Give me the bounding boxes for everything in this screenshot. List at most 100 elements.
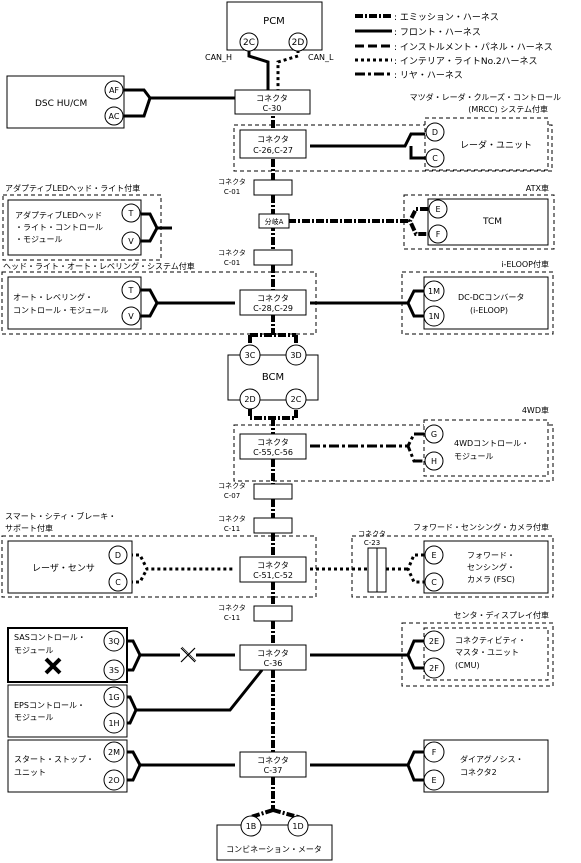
svg-text:・ライト・コントロール: ・ライト・コントロール (15, 223, 103, 232)
svg-text:C-01: C-01 (224, 188, 240, 196)
legend-interior: : インテリア・ライトNo.2ハーネス (394, 56, 538, 67)
svg-text:コネクタ: コネクタ (256, 94, 288, 103)
led-headlight-group: アダプティブLEDヘッド・ライト付車 アダプティブLEDヘッド ・ライト・コント… (2, 183, 162, 261)
fault-cross-icon (44, 657, 62, 675)
branch-a: 分岐A (258, 213, 290, 229)
inline-connector-c07: コネクタ C-07 (218, 481, 293, 500)
dsc-pin-af (104, 80, 124, 100)
svg-text:4WDコントロール・: 4WDコントロール・ (454, 439, 529, 448)
inline-connector-c11-upper: コネクタ C-11 (218, 514, 293, 534)
svg-text:(CMU): (CMU) (455, 661, 480, 670)
svg-text:PCM: PCM (263, 16, 285, 27)
svg-text:2M: 2M (108, 748, 120, 757)
svg-text:2D: 2D (292, 38, 305, 48)
dcdc-pin-1n (423, 305, 445, 327)
leveling-pin-v (121, 306, 141, 326)
svg-text:コネクタ: コネクタ (257, 756, 289, 765)
svg-text:C-01: C-01 (224, 259, 240, 267)
svg-text:コネクタ: コネクタ (218, 177, 246, 186)
inline-connector-c01-upper: コネクタ C-01 (218, 177, 293, 196)
svg-text:3D: 3D (290, 351, 301, 360)
tcm-pin-f (428, 224, 448, 244)
joint-connectors: コネクタ C-30 コネクタ C-26,C-27 コネクタ C-28,C-29 … (234, 89, 311, 778)
svg-text:G: G (431, 430, 437, 439)
svg-text:F: F (436, 230, 441, 239)
inline-connector-c01-lower: コネクタ C-01 (218, 248, 293, 267)
legend-instrument: : インストルメント・パネル・ハーネス (394, 42, 553, 53)
svg-text:CAN_L: CAN_L (308, 53, 334, 62)
svg-text:モジュール: モジュール (14, 646, 53, 655)
svg-text:コネクタ: コネクタ (218, 248, 246, 257)
inline-connector-c11-lower: コネクタ C-11 (218, 603, 293, 622)
startstop-pin-2o (103, 769, 125, 791)
svg-text:1H: 1H (108, 719, 119, 728)
svg-text:コントロール・モジュール: コントロール・モジュール (13, 306, 108, 315)
pcm-pin-2c (239, 32, 259, 52)
svg-text:コネクタ: コネクタ (257, 438, 289, 447)
wiring (123, 50, 428, 823)
svg-text:C: C (431, 578, 437, 587)
svg-text:・モジュール: ・モジュール (15, 235, 62, 244)
cmu-group: センタ・ディスプレイ付車 コネクティビティ・ マスタ・ユニット (CMU) 2E… (401, 610, 554, 687)
sas-module: SASコントロール・ モジュール 3Q 3S (7, 627, 197, 683)
radar-pin-d (425, 122, 445, 142)
svg-text:2O: 2O (108, 776, 119, 785)
meter-pin-1b (240, 815, 262, 837)
svg-text:H: H (431, 457, 437, 466)
cmu-pin-2e (423, 630, 445, 652)
auto-leveling-group: ヘッド・ライト・オート・レベリング・システム付車 オート・レベリング・ コントロ… (1, 261, 317, 335)
eps-module: EPSコントロール・ モジュール 1G 1H (7, 684, 128, 738)
svg-text:AF: AF (109, 86, 119, 95)
meter-pin-1d (287, 815, 309, 837)
svg-text:EPSコントロール・: EPSコントロール・ (14, 701, 85, 710)
svg-text:マツダ・レーダ・クルーズ・コントロール: マツダ・レーダ・クルーズ・コントロール (410, 92, 561, 102)
legend-front: : フロント・ハーネス (394, 27, 481, 38)
svg-text:3S: 3S (109, 666, 119, 675)
svg-text:C-36: C-36 (264, 659, 283, 668)
svg-text:SASコントロール・: SASコントロール・ (14, 633, 86, 642)
svg-text:E: E (435, 205, 440, 214)
dsc-pin-ac (104, 106, 124, 126)
svg-text:3Q: 3Q (108, 637, 119, 646)
svg-text:1N: 1N (428, 312, 439, 321)
svg-text:C-28,C-29: C-28,C-29 (253, 304, 293, 313)
svg-text:コネクタ: コネクタ (218, 481, 246, 490)
svg-text:フォワード・センシング・カメラ付車: フォワード・センシング・カメラ付車 (413, 522, 549, 532)
svg-text:C-37: C-37 (264, 766, 283, 775)
svg-text:C-11: C-11 (224, 614, 240, 622)
svg-text:F: F (432, 748, 437, 757)
joint-connector-c30 (234, 89, 311, 115)
dcdc-converter-group: i-ELOOP付車 DC-DCコンバータ (i-ELOOP) 1M 1N (401, 259, 554, 335)
svg-text:スマート・シティ・ブレーキ・: スマート・シティ・ブレーキ・ (5, 511, 116, 521)
svg-text:E: E (431, 776, 436, 785)
awd-pin-g (424, 424, 444, 444)
led-pin-v (121, 231, 141, 251)
bcm-pin-3c (239, 344, 261, 366)
tcm-pin-e (428, 199, 448, 219)
svg-text:フォワード・: フォワード・ (467, 551, 515, 560)
startstop-pin-2m (103, 741, 125, 763)
svg-text:モジュール: モジュール (14, 713, 53, 722)
legend-emission: : エミッション・ハーネス (394, 12, 499, 23)
svg-text:分岐A: 分岐A (265, 217, 284, 226)
svg-text:サポート付車: サポート付車 (5, 523, 53, 533)
svg-text:T: T (128, 286, 134, 295)
svg-text:コンビネーション・メータ: コンビネーション・メータ (226, 845, 322, 854)
svg-text:D: D (432, 128, 438, 137)
svg-text:3C: 3C (245, 351, 256, 360)
svg-text:C-30: C-30 (263, 104, 282, 113)
svg-text:E: E (431, 551, 436, 560)
svg-text:2D: 2D (244, 395, 255, 404)
svg-text:2C: 2C (291, 395, 302, 404)
svg-text:レーダ・ユニット: レーダ・ユニット (460, 139, 532, 151)
fsc-pin-c (424, 572, 444, 592)
svg-text:カメラ (FSC): カメラ (FSC) (467, 575, 515, 584)
dcdc-pin-1m (423, 280, 445, 302)
start-stop-unit: スタート・ストップ・ ユニット 2M 2O (7, 739, 128, 793)
svg-text:V: V (128, 237, 134, 246)
open-circuit-mark-icon (180, 646, 197, 663)
tcm-group: ATX車 TCM E F (403, 183, 555, 250)
joint-connector-c55 (239, 433, 307, 460)
svg-text:コネクタ: コネクタ (218, 514, 246, 523)
